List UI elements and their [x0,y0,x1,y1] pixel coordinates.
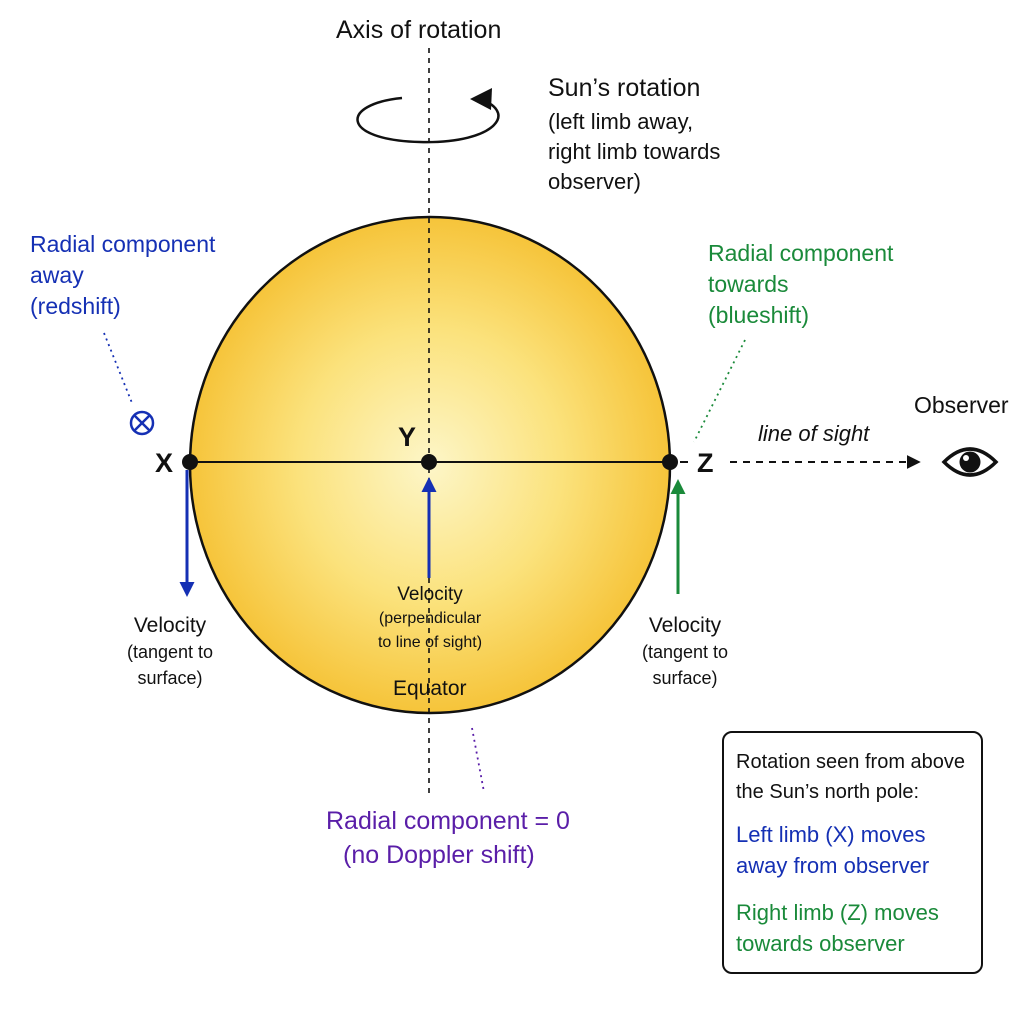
velocity-center-label: Velocity (perpendicular to line of sight… [355,583,505,655]
velocity-center-line-2: (perpendicular [378,610,482,627]
velocity-center-line-3: to line of sight) [377,634,483,651]
center-radial-label: Radial component = 0 (no Doppler shift) [326,804,570,872]
velocity-left-line-2: (tangent to [126,642,214,662]
velocity-right-line-1: Velocity [648,614,722,637]
axis-of-rotation-label: Axis of rotation [336,16,502,44]
info-left-line-1: Left limb (X) moves [736,822,926,847]
center-radial-line-2: (no Doppler shift) [343,841,535,869]
rotation-line-1: (left limb away, [548,109,694,134]
velocity-right-line-2: (tangent to [641,642,729,662]
right-radial-line-1: Radial component [708,240,894,266]
left-radial-line-1: Radial component [30,231,216,257]
right-radial-label: Radial component towards (blueshift) [708,238,893,331]
line-of-sight-label: line of sight [758,421,870,446]
left-radial-label: Radial component away (redshift) [30,229,215,322]
info-heading-line-1: Rotation seen from above [736,751,966,773]
point-y [421,454,437,470]
eye-icon [941,447,999,477]
info-heading-line-2: the Sun’s north pole: [736,781,920,803]
leader-center [471,727,485,793]
info-right-line-1: Right limb (Z) moves [736,900,939,925]
velocity-left-label: Velocity (tangent to surface) [105,612,235,691]
point-x [182,454,198,470]
right-radial-line-2: towards [708,271,789,297]
rotation-line-3: observer) [548,169,641,194]
right-radial-line-3: (blueshift) [708,302,809,328]
rotation-arrow-icon [356,96,500,144]
leader-left [103,332,133,404]
velocity-center-line-1: Velocity [397,584,463,605]
point-z-label: Z [697,448,714,478]
left-radial-line-3: (redshift) [30,293,121,319]
velocity-left-line-3: surface) [137,668,203,688]
velocity-right-line-3: surface) [652,668,718,688]
info-box-right-limb: Right limb (Z) moves towards observer [736,897,939,959]
into-page-cross-icon [129,410,155,436]
rotation-description: (left limb away, right limb towards obse… [548,107,720,197]
info-left-line-2: away from observer [736,853,930,878]
rotation-title: Sun’s rotation [548,74,701,102]
leader-right [693,339,746,443]
info-right-line-2: towards observer [736,931,905,956]
point-y-label: Y [398,422,417,452]
info-box-left-limb: Left limb (X) moves away from observer [736,819,929,881]
velocity-left-line-1: Velocity [133,614,207,637]
info-box-heading: Rotation seen from above the Sun’s north… [736,747,965,807]
equator-label: Equator [393,677,467,700]
observer-label: Observer [914,392,1009,418]
center-radial-line-1: Radial component = 0 [326,807,570,835]
velocity-right-label: Velocity (tangent to surface) [620,612,750,691]
left-radial-line-2: away [30,262,84,288]
rotation-arrowhead-icon [470,88,492,110]
point-z [662,454,678,470]
info-box: Rotation seen from above the Sun’s north… [722,731,983,974]
point-x-label: X [155,448,174,478]
rotation-line-2: right limb towards [548,139,721,164]
